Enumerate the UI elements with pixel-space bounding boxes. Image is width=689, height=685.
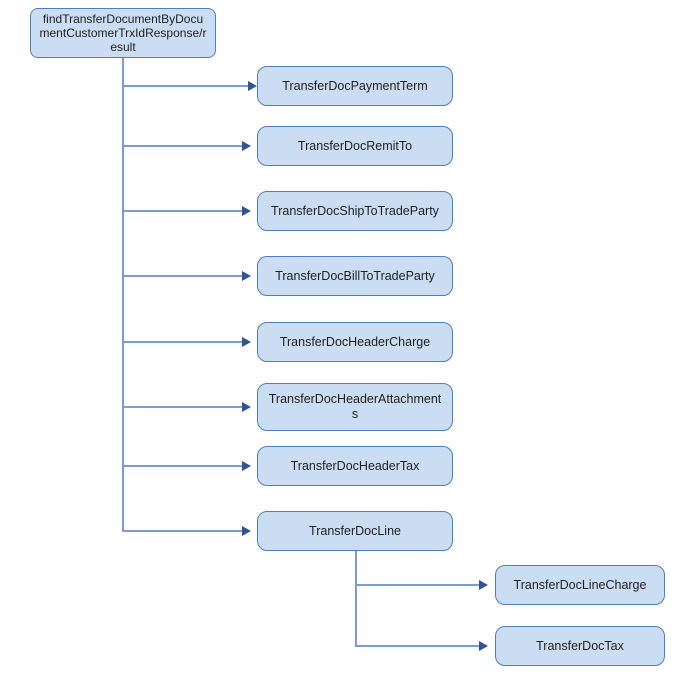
connector-branch-headertax <box>122 465 243 467</box>
arrowhead-icon <box>242 461 251 471</box>
connector-branch-doctax <box>355 645 480 647</box>
connector-branch-remitto <box>122 145 243 147</box>
node-label: TransferDocPaymentTerm <box>282 78 428 93</box>
node-label: TransferDocHeaderCharge <box>279 334 431 349</box>
node-transferdoctax: TransferDocTax <box>490 623 666 669</box>
node-transferdocbilltotradeparty: TransferDocBillToTradeParty <box>252 253 454 299</box>
arrowhead-icon <box>242 141 251 151</box>
node-root: findTransferDocumentByDocumentCustomerTr… <box>30 8 216 58</box>
node-transferdocshiptotradeparty: TransferDocShipToTradeParty <box>252 188 454 234</box>
node-label: TransferDocHeaderAttachments <box>268 392 442 421</box>
arrowhead-icon <box>242 526 251 536</box>
connector-branch-headercharge <box>122 341 243 343</box>
arrowhead-icon <box>242 206 251 216</box>
node-transferdocheadercharge: TransferDocHeaderCharge <box>252 319 454 365</box>
connector-branch-paymentterm <box>122 85 249 87</box>
arrowhead-icon <box>479 641 488 651</box>
node-label: TransferDocHeaderTax <box>290 458 420 473</box>
connector-branch-headerattachments <box>122 406 243 408</box>
connector-branch-shiptotradeparty <box>122 210 243 212</box>
node-label: TransferDocRemitTo <box>297 138 413 153</box>
node-label: findTransferDocumentByDocumentCustomerTr… <box>39 11 207 55</box>
arrowhead-icon <box>248 81 257 91</box>
node-label: TransferDocShipToTradeParty <box>271 203 439 218</box>
node-transferdocremitto: TransferDocRemitTo <box>252 123 454 169</box>
node-label: TransferDocTax <box>536 638 624 653</box>
connector-branch-billtotradeparty <box>122 275 243 277</box>
node-transferdoclinecharge: TransferDocLineCharge <box>490 562 666 608</box>
node-transferdocheadertax: TransferDocHeaderTax <box>252 443 454 489</box>
arrowhead-icon <box>479 580 488 590</box>
node-label: TransferDocLineCharge <box>513 577 647 592</box>
arrowhead-icon <box>242 402 251 412</box>
node-transferdocline: TransferDocLine <box>252 508 454 554</box>
connector-line-trunk <box>355 551 357 646</box>
node-label: TransferDocBillToTradeParty <box>275 268 435 283</box>
connector-branch-linecharge <box>355 584 480 586</box>
connector-branch-line <box>122 530 243 532</box>
node-transferdocpaymentterm: TransferDocPaymentTerm <box>257 66 453 106</box>
connector-root-trunk <box>122 58 124 531</box>
node-label: TransferDocLine <box>309 523 401 538</box>
arrowhead-icon <box>242 337 251 347</box>
arrowhead-icon <box>242 271 251 281</box>
node-transferdocheaderattachments: TransferDocHeaderAttachments <box>252 380 454 434</box>
